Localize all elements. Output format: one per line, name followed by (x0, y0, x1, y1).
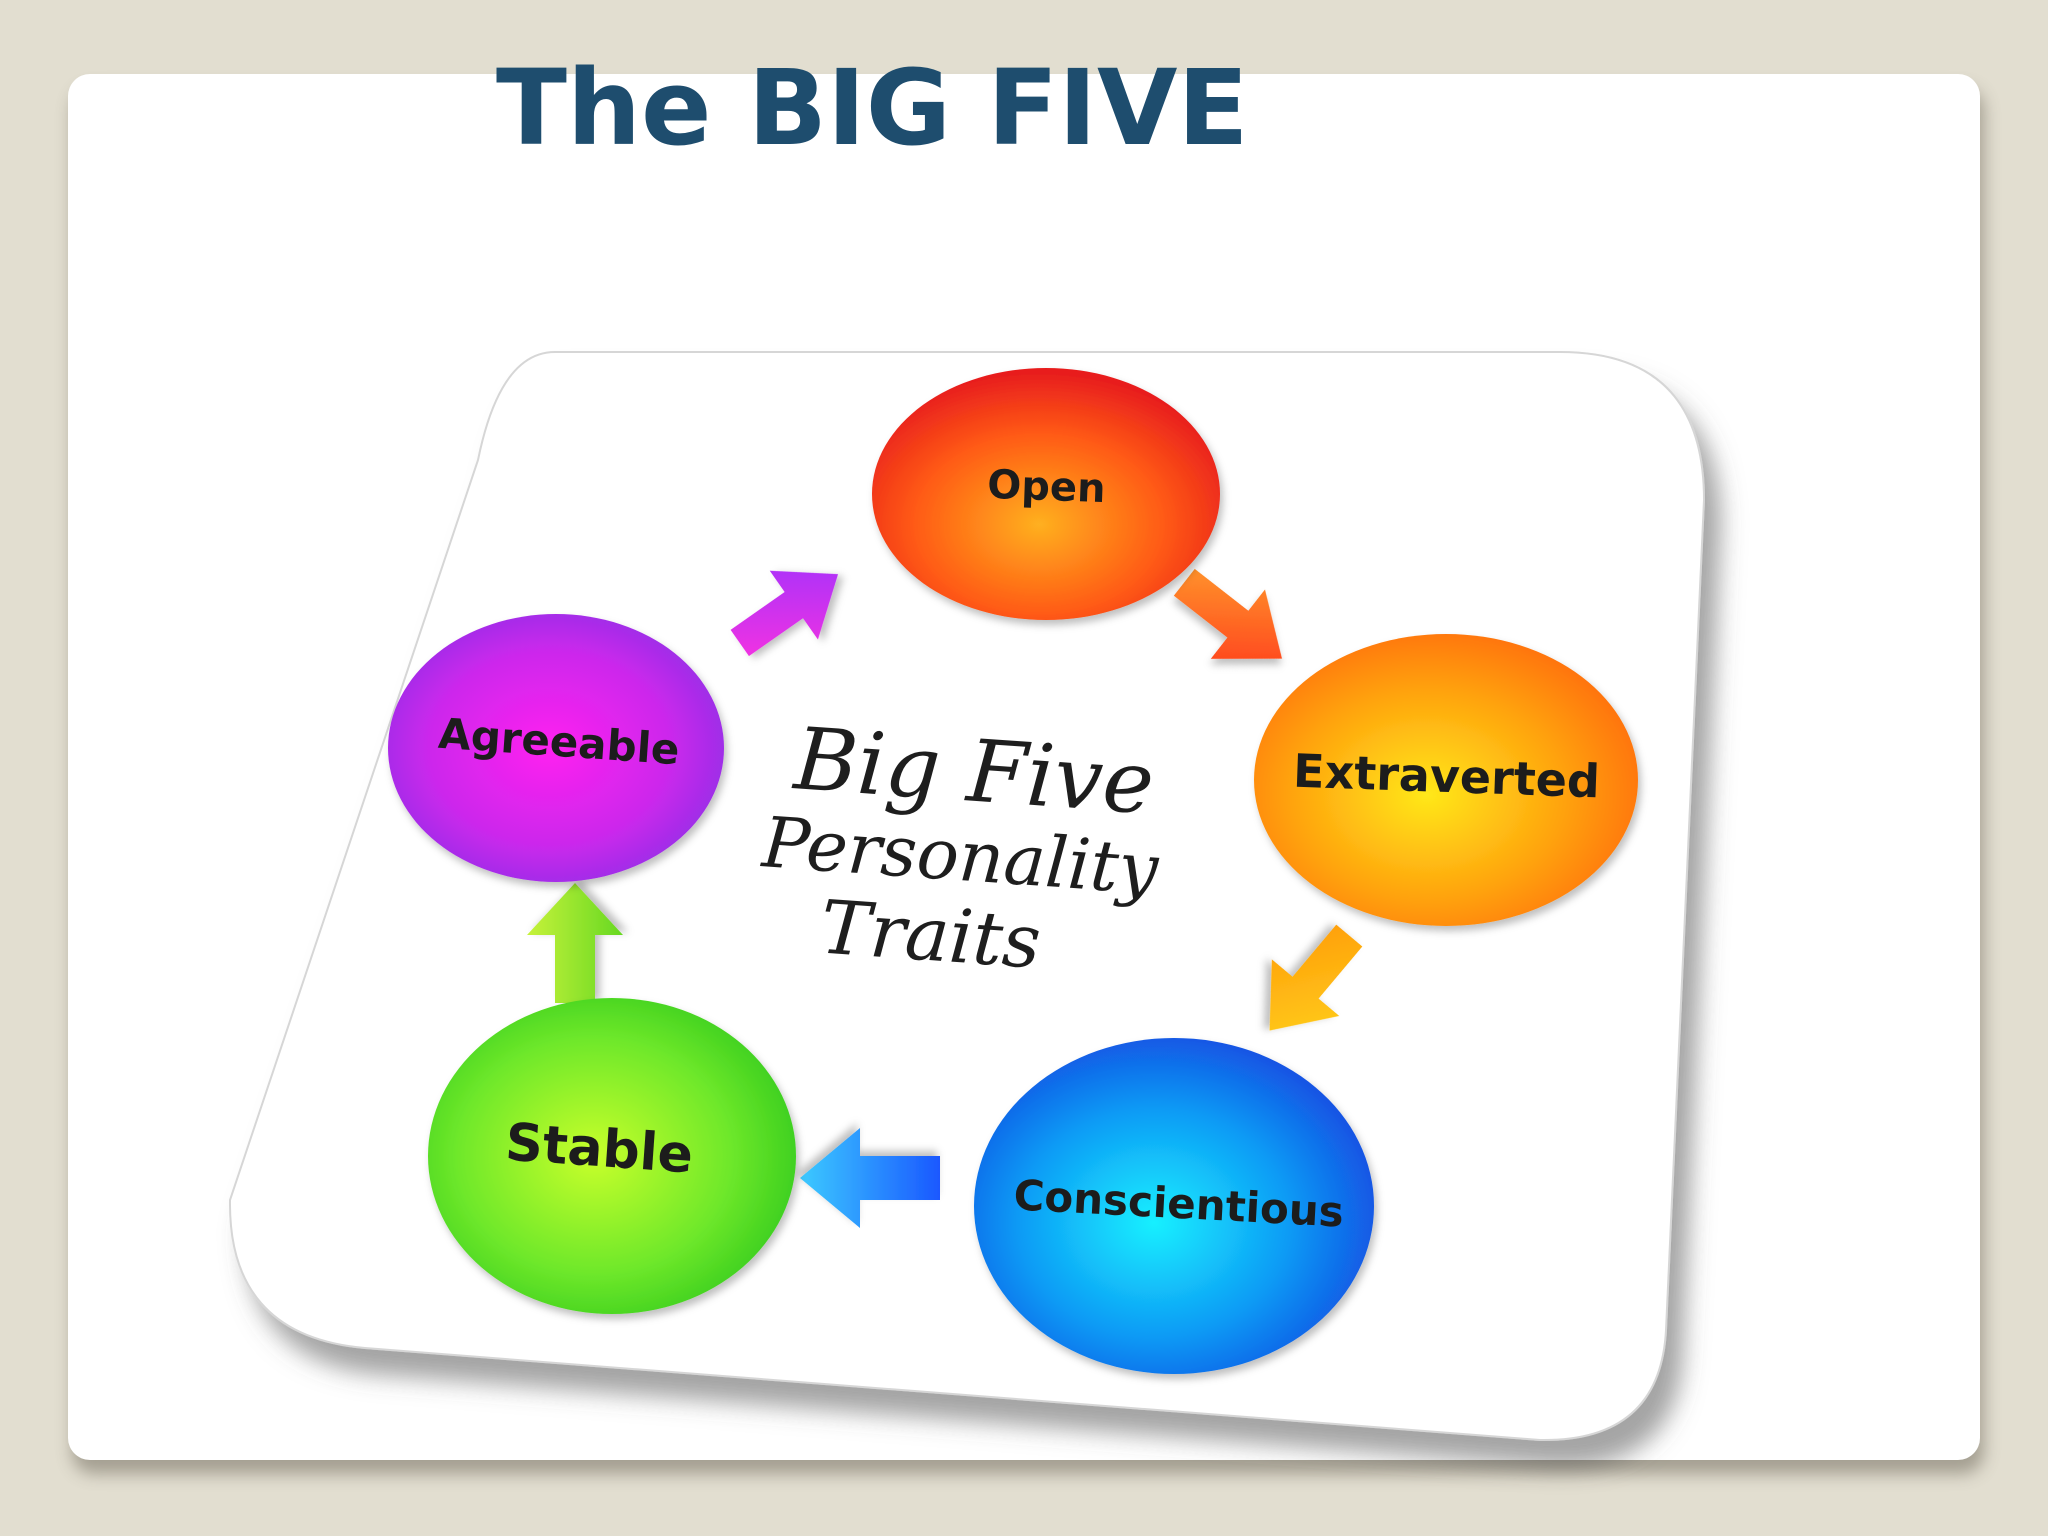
arrow-agreeable-to-open (730, 570, 839, 657)
trait-node-extraverted: Extraverted (1254, 634, 1638, 926)
arrow-icon (800, 1128, 940, 1228)
center-caption: Big Five Personality Traits (758, 709, 1162, 986)
arrow-icon (527, 883, 623, 1003)
circle-node (388, 614, 724, 882)
arrow-open-to-extraverted (1173, 568, 1283, 659)
circle-node (974, 1038, 1374, 1374)
center-line-3: Traits (818, 885, 1044, 986)
arrow-icon (1269, 924, 1363, 1031)
arrow-icon (1173, 568, 1283, 659)
node-label-open: Open (987, 462, 1107, 512)
arrow-stable-to-agreeable (527, 883, 623, 1003)
trait-node-open: Open (872, 368, 1220, 620)
node-label-stable: Stable (503, 1113, 694, 1186)
arrow-conscientious-to-stable (800, 1128, 940, 1228)
node-label-extraverted: Extraverted (1292, 744, 1600, 809)
trait-node-conscientious: Conscientious (974, 1038, 1374, 1374)
circle-node (1254, 634, 1638, 926)
trait-node-agreeable: Agreeable (388, 614, 724, 882)
circle-node (428, 998, 796, 1314)
arrow-icon (730, 570, 839, 657)
trait-node-stable: Stable (428, 998, 796, 1314)
circle-node (872, 368, 1220, 620)
arrow-extraverted-to-conscientious (1269, 924, 1363, 1031)
